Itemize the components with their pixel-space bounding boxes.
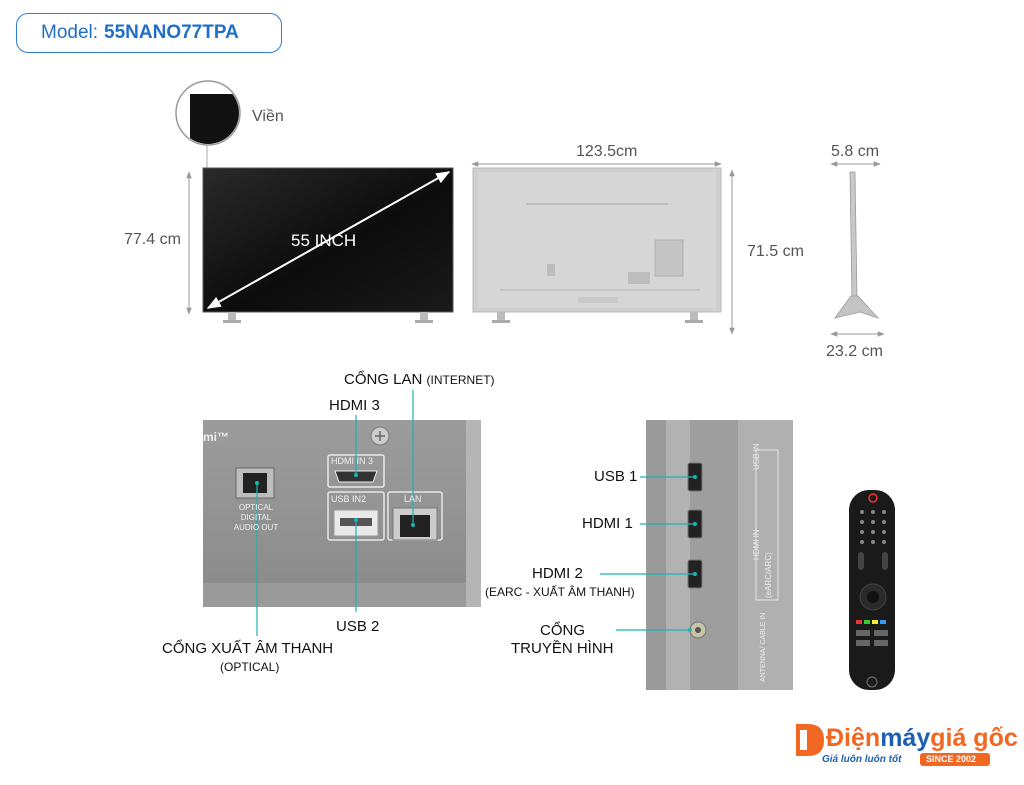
ports-panel-1 [203, 390, 481, 636]
model-label: Model: [41, 22, 99, 43]
usb1-callout: USB 1 [594, 468, 638, 485]
hdmi3-callout: HDMI 3 [329, 397, 380, 414]
hdmi1-callout: HDMI 1 [582, 515, 633, 532]
ports-panel-2 [600, 420, 793, 690]
model-badge: Model: 55NANO77TPA [16, 13, 282, 53]
tv-port-callout-2: TRUYỀN HÌNH [511, 640, 614, 657]
tv-back [472, 167, 722, 323]
tv-side [830, 161, 885, 337]
brand-name: Điệnmáygiá gốc [826, 724, 1018, 752]
panel-lan: LAN [404, 494, 422, 504]
panel-earc: (eARC/ARC) [764, 552, 773, 598]
diagonal-label: 55 INCH [291, 231, 357, 250]
panel-optical-text: OPTICAL DIGITAL AUDIO OUT [233, 503, 279, 532]
depth-body-label: 5.8 cm [831, 143, 880, 160]
lan-callout: CỔNG LAN (INTERNET) [344, 371, 495, 388]
hdmi2-sub: (EARC - XUẤT ÂM THANH) [485, 585, 635, 599]
tv-port-callout-1: CỔNG [540, 622, 585, 639]
usb2-callout: USB 2 [336, 618, 380, 635]
panel-usb-in-2: USB IN2 [331, 494, 367, 504]
depth-stand-label: 23.2 cm [826, 343, 883, 360]
tv-front [202, 167, 454, 323]
model-value: 55NANO77TPA [104, 22, 239, 43]
height-stand-label: 77.4 cm [124, 231, 181, 248]
panel-usb-in: USB IN [752, 443, 761, 470]
bezel-label: Viền [252, 108, 284, 125]
bezel-zoom [175, 80, 241, 172]
optical-sub: (OPTICAL) [220, 660, 280, 674]
remote-control [849, 490, 895, 690]
height-body-label: 71.5 cm [747, 243, 804, 260]
panel-hdmi-in: HDMI IN [752, 529, 761, 560]
panel-hdmi-in-3: HDMI IN 3 [331, 456, 374, 466]
hdmi-logo-text: mi™ [203, 430, 230, 444]
optical-callout: CỔNG XUẤT ÂM THANH [162, 640, 334, 657]
hdmi2-callout: HDMI 2 [532, 565, 583, 582]
brand-slogan: Giá luôn luôn tốt [822, 754, 902, 765]
width-label: 123.5cm [576, 143, 638, 160]
brand-since: SINCE 2002 [926, 754, 977, 764]
panel-antenna: ANTENNA/ CABLE IN [760, 612, 767, 682]
brand-logo-mark [796, 724, 824, 756]
